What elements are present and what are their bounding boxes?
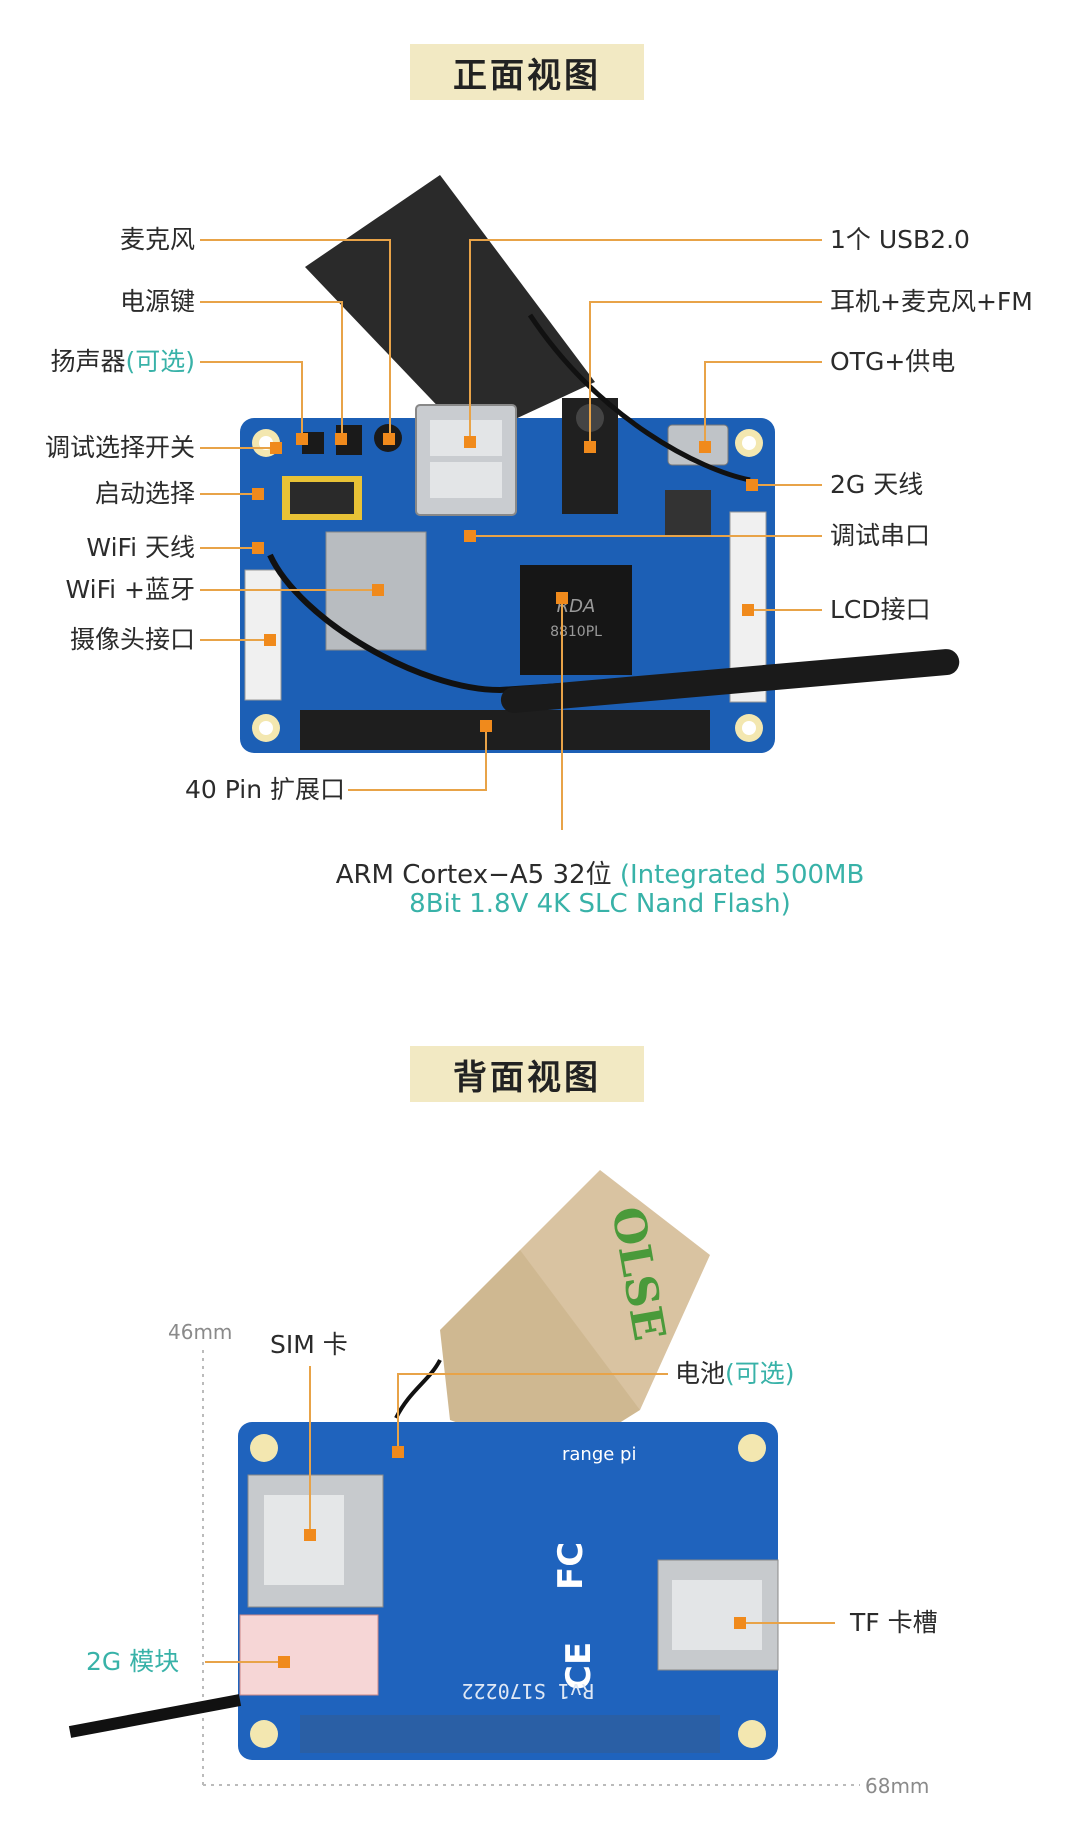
mount-hole (250, 1434, 278, 1462)
ce-mark: CE (559, 1642, 599, 1690)
back-view-title: 背面视图 (410, 1046, 644, 1102)
label-debug-switch: 调试选择开关 (44, 433, 195, 462)
antenna-cable (267, 553, 951, 694)
board-marking: Rv1 S170222 (462, 1679, 594, 1703)
antenna-cable (68, 1694, 242, 1738)
module-2g (239, 1614, 379, 1696)
gpio-pads (300, 1715, 720, 1753)
label-tf-slot: TF 卡槽 (850, 1608, 938, 1637)
gpio-header (300, 710, 710, 750)
label-cpu-flash: 8Bit 1.8V 4K SLC Nand Flash) (409, 889, 791, 919)
label-battery: 电池(可选) (675, 1359, 795, 1388)
label-sim: SIM 卡 (270, 1330, 348, 1359)
label-40pin: 40 Pin 扩展口 (184, 775, 345, 804)
label-power-key: 电源键 (119, 287, 195, 316)
label-wifi-bt: WiFi +蓝牙 (65, 575, 195, 604)
mount-hole (250, 1720, 278, 1748)
chip-marking: 8810PL (550, 624, 602, 640)
label-debug-uart: 调试串口 (830, 521, 931, 550)
dimension-height: 46mm (168, 1320, 233, 1344)
label-speaker: 扬声器(可选) (50, 347, 195, 376)
label-cpu: ARM Cortex−A5 32位 (Integrated 500MB (335, 860, 865, 890)
soc-chip (520, 565, 632, 675)
label-lcd: LCD接口 (830, 595, 931, 624)
mount-hole (738, 1720, 766, 1748)
antenna-cable (527, 313, 751, 483)
inductor (665, 490, 711, 536)
mount-hole (738, 1434, 766, 1462)
fc-mark: FC (551, 1542, 591, 1590)
dimension-width: 68mm (865, 1774, 930, 1798)
label-microphone: 麦克风 (119, 225, 195, 254)
wifi-antenna-flag (305, 175, 595, 440)
label-boot-select: 启动选择 (94, 479, 195, 508)
battery-wire (394, 1359, 442, 1419)
label-otg: OTG+供电 (830, 347, 956, 376)
label-wifi-antenna: WiFi 天线 (86, 533, 195, 562)
label-camera: 摄像头接口 (69, 625, 195, 654)
label-audio: 耳机+麦克风+FM (830, 287, 1033, 316)
label-2g-module: 2G 模块 (86, 1647, 180, 1676)
label-2g-antenna: 2G 天线 (830, 470, 924, 499)
front-pcb (240, 418, 775, 753)
brand-print: range pi (562, 1444, 637, 1465)
front-view-title: 正面视图 (410, 44, 644, 100)
micro-usb (667, 424, 729, 466)
label-usb: 1个 USB2.0 (830, 225, 970, 254)
